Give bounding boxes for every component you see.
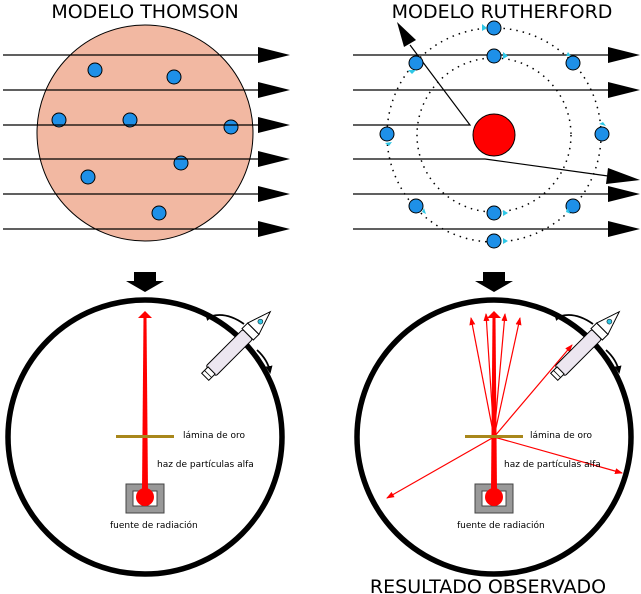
rotation-arrow-icon	[605, 349, 622, 374]
detector-screen	[354, 297, 634, 577]
label-radiation-source: fuente de radiación	[457, 520, 545, 531]
rutherford-experiment: lámina de oro haz de partículas alfa fue…	[354, 297, 634, 577]
rutherford-model	[353, 20, 640, 249]
label-alpha-beam: haz de partículas alfa	[504, 460, 601, 470]
electron	[565, 198, 581, 214]
label-gold-foil: lámina de oro	[183, 431, 245, 441]
electron	[51, 112, 67, 128]
alpha-beam	[491, 316, 497, 491]
microscope-icon	[549, 310, 621, 382]
electron	[122, 112, 138, 128]
electron	[173, 155, 189, 171]
thomson-electrons	[51, 62, 239, 221]
gold-foil	[116, 435, 174, 438]
electron	[223, 119, 239, 135]
electron	[87, 62, 103, 78]
electron	[594, 126, 610, 142]
scattered-rays	[386, 313, 623, 499]
rotation-arrow-icon	[554, 314, 594, 325]
rotation-arrow-icon	[205, 314, 245, 325]
radiation-source	[136, 488, 154, 506]
electron	[379, 126, 395, 142]
electron	[166, 69, 182, 85]
beam-arrow-icon	[138, 311, 152, 318]
electron	[80, 169, 96, 185]
label-gold-foil: lámina de oro	[530, 431, 592, 441]
thomson-sphere	[36, 24, 254, 242]
title-thomson: MODELO THOMSON	[51, 1, 238, 23]
electron	[408, 198, 424, 214]
nucleus	[472, 113, 516, 157]
label-radiation-source: fuente de radiación	[110, 520, 198, 531]
electron	[408, 55, 424, 71]
electron	[486, 233, 502, 249]
inner-orbit	[416, 57, 572, 213]
microscope-icon	[200, 310, 272, 382]
title-result: RESULTADO OBSERVADO	[370, 576, 606, 594]
thomson-alpha-rays	[3, 47, 290, 237]
radiation-source	[485, 488, 503, 506]
down-arrow-icon	[126, 272, 164, 292]
electron	[486, 20, 502, 36]
gold-foil	[465, 435, 523, 438]
electron	[151, 205, 167, 221]
rutherford-electrons	[379, 20, 610, 249]
thomson-model	[3, 24, 290, 242]
rotation-arrow-icon	[256, 349, 273, 374]
electron	[486, 205, 502, 221]
down-arrow-icon	[475, 272, 513, 292]
alpha-beam	[142, 316, 148, 491]
title-rutherford: MODELO RUTHERFORD	[392, 1, 613, 23]
label-alpha-beam: haz de partículas alfa	[157, 460, 254, 470]
electron	[565, 55, 581, 71]
electron	[486, 48, 502, 64]
detector-screen	[5, 297, 285, 577]
thomson-experiment: lámina de oro haz de partículas alfa fue…	[5, 297, 285, 577]
beam-arrow-icon	[487, 311, 501, 318]
electron-motion-trails	[385, 24, 606, 244]
